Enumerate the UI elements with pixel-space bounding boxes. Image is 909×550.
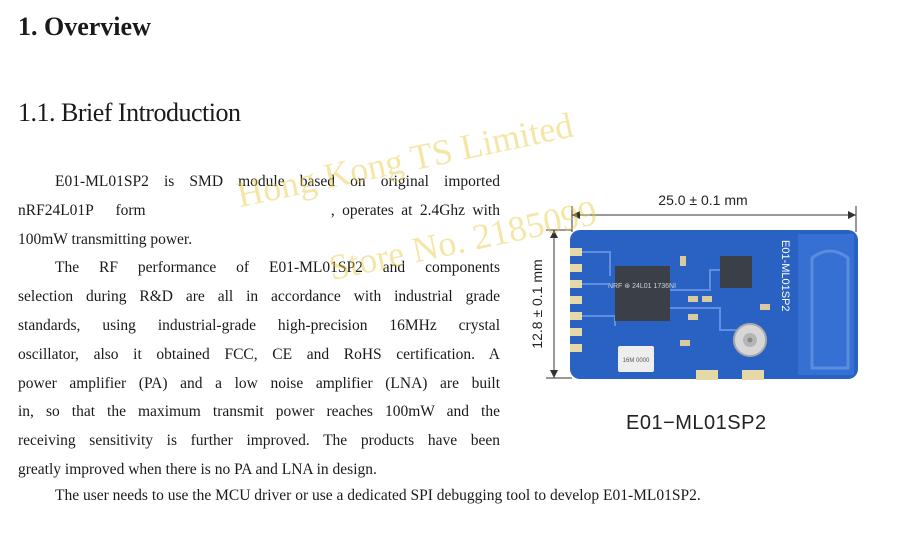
paragraph-3: The user needs to use the MCU driver or … xyxy=(55,487,701,504)
text-line: E01-ML01SP2 is SMD module based on origi… xyxy=(55,173,500,190)
module-diagram: 25.0 ± 0.1 mm 12.8 ± 0.1 mm xyxy=(529,192,858,380)
module-figure: 25.0 ± 0.1 mm 12.8 ± 0.1 mm xyxy=(520,180,900,460)
width-label: 25.0 ± 0.1 mm xyxy=(658,192,747,208)
paragraph-1: E01-ML01SP2 is SMD module based on origi… xyxy=(18,168,500,254)
text-line: in, so that the maximum transmit power r… xyxy=(18,403,500,421)
arrow-up-icon xyxy=(550,230,558,238)
section-heading: 1. Overview xyxy=(18,12,151,41)
text-line: nRF24L01P form , operates at 2.4Ghz with xyxy=(18,201,500,219)
subsection-heading: 1.1. Brief Introduction xyxy=(18,98,241,127)
height-label: 12.8 ± 0.1 mm xyxy=(529,259,545,348)
text-line: The RF performance of E01-ML01SP2 and co… xyxy=(55,259,500,277)
crystal xyxy=(618,346,654,372)
crystal-marking: 16M 0000 xyxy=(623,358,650,364)
text-line: oscillator, also it obtained FCC, CE and… xyxy=(18,345,500,363)
arrow-left-icon xyxy=(572,211,580,219)
text-line: greatly improved when there is no PA and… xyxy=(18,460,377,478)
rf-chip xyxy=(615,266,670,321)
text-line: selection during R&D are all in accordan… xyxy=(18,288,500,306)
pin-row xyxy=(570,248,582,352)
intro-text: E01-ML01SP2 is SMD module based on origi… xyxy=(18,168,500,485)
figure-caption: E01−ML01SP2 xyxy=(626,412,767,434)
text-line: standards, using industrial-grade high-p… xyxy=(18,316,500,334)
antenna-area xyxy=(798,234,854,375)
board-label: E01-ML01SP2 xyxy=(779,240,791,312)
amplifier-chip xyxy=(720,256,752,288)
chip-marking: NRF ⊛ 24L01 1736NI xyxy=(608,283,676,290)
text-line: 100mW transmitting power. xyxy=(18,230,193,248)
paragraph-2: The RF performance of E01-ML01SP2 and co… xyxy=(18,254,500,484)
text-line: receiving sensitivity is further improve… xyxy=(18,432,500,450)
arrow-right-icon xyxy=(848,211,856,219)
arrow-down-icon xyxy=(550,370,558,378)
text-line: power amplifier (PA) and a low noise amp… xyxy=(18,374,500,392)
